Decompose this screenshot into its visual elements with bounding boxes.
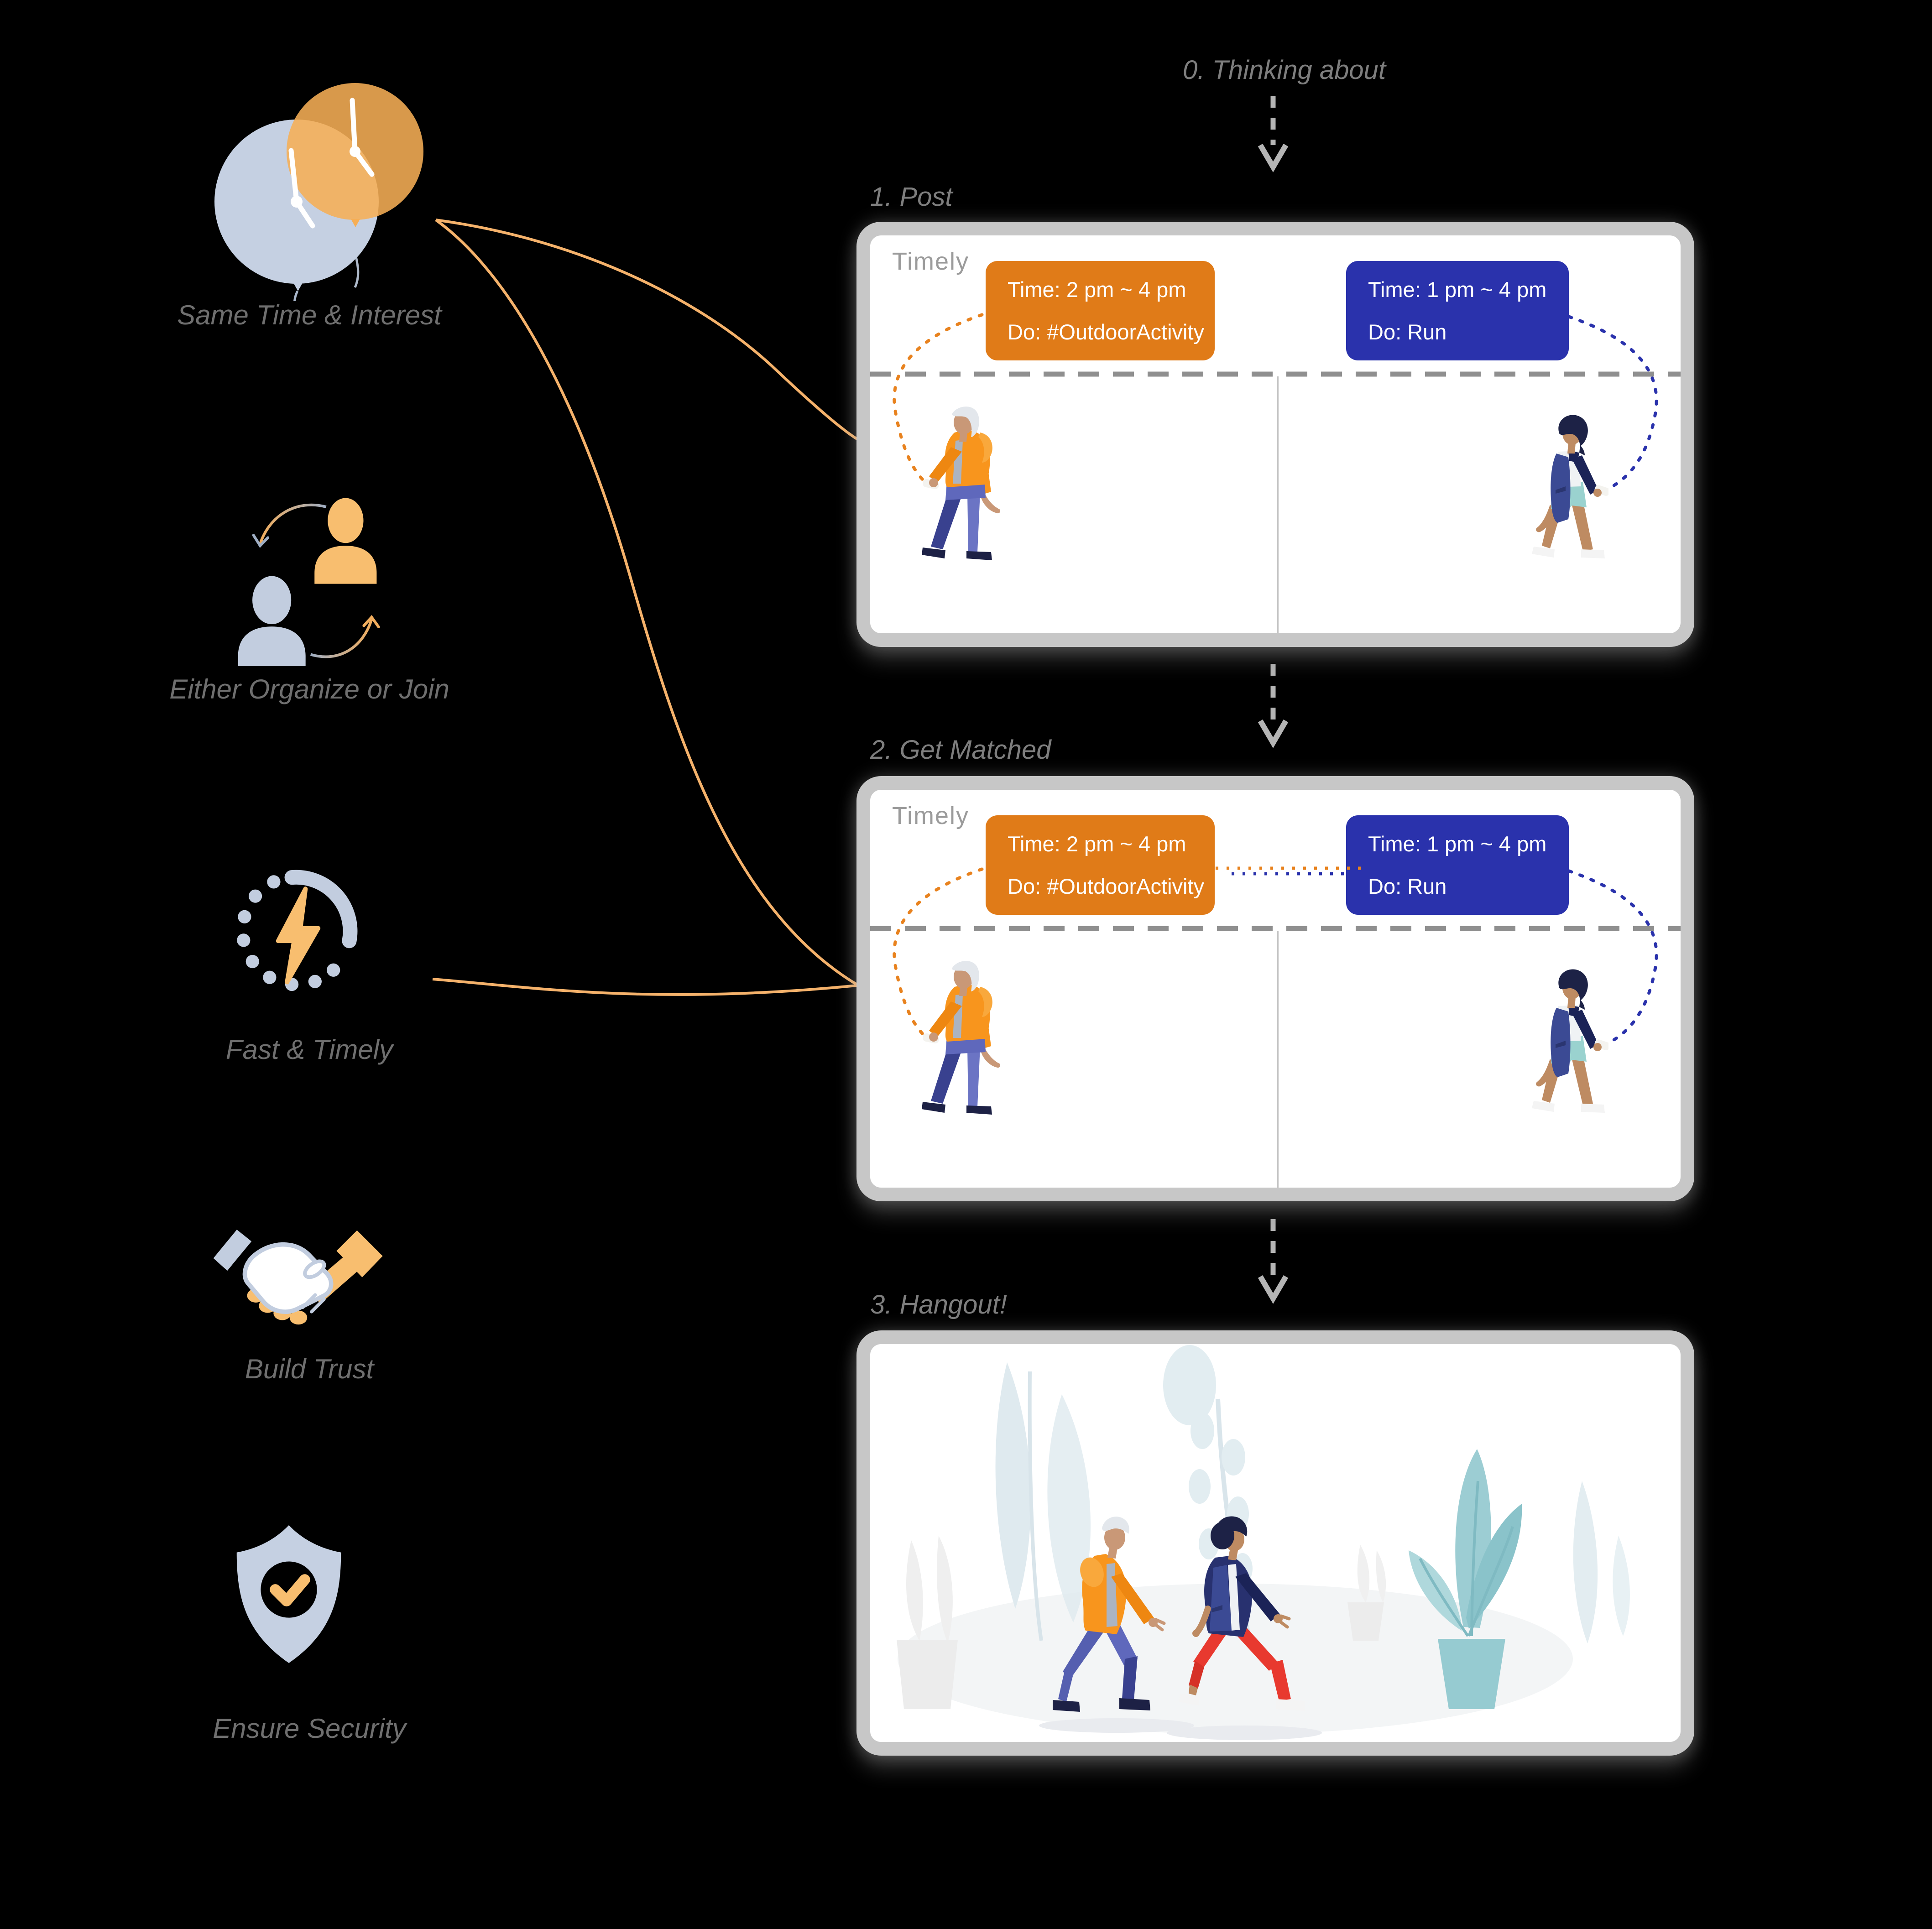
card-activity-text: Do: #OutdoorActivity xyxy=(1008,874,1205,898)
matched-orange-card: Time: 2 pm ~ 4 pm Do: #OutdoorActivity xyxy=(986,815,1215,915)
feature-label-ensure-security: Ensure Security xyxy=(213,1713,406,1744)
matched-screen-panel: Timely Time: 2 pm ~ 4 pm Do: #OutdoorAct… xyxy=(856,776,1694,1201)
blue-dotted-arc xyxy=(1567,315,1658,487)
feature-label-fast-timely: Fast & Timely xyxy=(225,1034,393,1065)
orange-dotted-arc xyxy=(893,313,984,485)
feature-label-build-trust: Build Trust xyxy=(245,1354,374,1384)
card-activity-text: Do: #OutdoorActivity xyxy=(1008,320,1205,344)
app-brand: Timely xyxy=(892,248,969,275)
man-running-illustration xyxy=(1053,1517,1164,1712)
shadow xyxy=(1167,1726,1322,1740)
step1-label: 1. Post xyxy=(870,182,953,212)
card-time-text: Time: 2 pm ~ 4 pm xyxy=(1008,277,1186,302)
ground-blob xyxy=(898,1584,1573,1734)
card-activity-text: Do: Run xyxy=(1368,320,1447,344)
post-orange-card: Time: 2 pm ~ 4 pm Do: #OutdoorActivity xyxy=(986,261,1215,360)
pale-plants xyxy=(995,1345,1630,1643)
woman-illustration xyxy=(1532,415,1608,558)
feature-label-organize-join: Either Organize or Join xyxy=(169,674,449,704)
matched-blue-card: Time: 1 pm ~ 4 pm Do: Run xyxy=(1346,815,1569,915)
card-time-text: Time: 1 pm ~ 4 pm xyxy=(1368,277,1547,302)
orange-dotted-arc xyxy=(893,867,984,1039)
swap-people-icon xyxy=(238,498,380,666)
card-time-text: Time: 2 pm ~ 4 pm xyxy=(1008,832,1186,856)
woman-running-illustration xyxy=(1179,1517,1305,1711)
gray-potted-plants xyxy=(897,1536,1386,1709)
lightning-timer-icon xyxy=(237,870,358,991)
balloon-clocks-icon xyxy=(214,83,423,301)
post-blue-card: Time: 1 pm ~ 4 pm Do: Run xyxy=(1346,261,1569,360)
hangout-scene xyxy=(897,1345,1630,1740)
hangout-screen-panel xyxy=(856,1330,1694,1756)
card-activity-text: Do: Run xyxy=(1368,874,1447,898)
card-time-text: Time: 1 pm ~ 4 pm xyxy=(1368,832,1547,856)
step0-label: 0. Thinking about xyxy=(1183,55,1386,85)
app-brand: Timely xyxy=(892,802,969,829)
blue-dotted-arc xyxy=(1567,869,1658,1042)
post-screen-panel: Timely Time: 2 pm ~ 4 pm Do: #OutdoorAct… xyxy=(856,222,1694,647)
handshake-icon xyxy=(213,1230,383,1325)
teal-potted-plant xyxy=(1409,1449,1522,1709)
step3-label: 3. Hangout! xyxy=(870,1290,1007,1319)
shadow xyxy=(1039,1718,1194,1733)
shield-check-icon xyxy=(236,1525,341,1663)
woman-illustration xyxy=(1532,969,1608,1113)
step2-label: 2. Get Matched xyxy=(870,735,1051,765)
man-illustration xyxy=(922,961,1001,1115)
orange-connector-curves xyxy=(432,219,858,996)
feature-label-same-time: Same Time & Interest xyxy=(177,300,442,330)
man-illustration xyxy=(922,407,1001,560)
